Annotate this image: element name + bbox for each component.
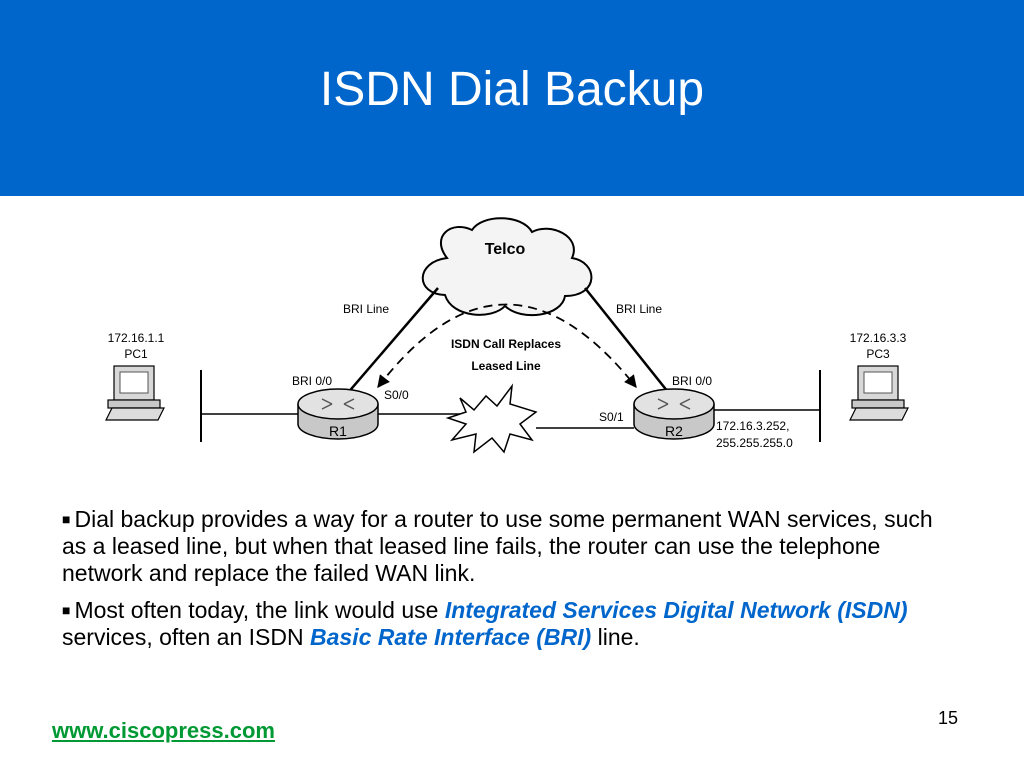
r1-bri-label: BRI 0/0 [292, 374, 332, 388]
isdn-call-label-2: Leased Line [471, 359, 541, 373]
bri-term: Basic Rate Interface (BRI) [310, 624, 592, 650]
isdn-call-arc [377, 303, 637, 388]
bullet-marker-icon: ■ [62, 511, 71, 527]
router-icon [297, 388, 379, 440]
pc1-name-label: PC1 [124, 347, 148, 361]
footer-link[interactable]: www.ciscopress.com [52, 718, 275, 743]
pc1-ip-label: 172.16.1.1 [108, 331, 165, 345]
network-diagram: Telco BRI Line BRI Line ISDN Call Replac… [105, 217, 909, 454]
r2-mask-label: 255.255.255.0 [716, 436, 793, 450]
bullet-2: ■Most often today, the link would use In… [62, 597, 962, 651]
isdn-term: Integrated Services Digital Network (ISD… [444, 597, 908, 623]
bullet-2-text-pre: Most often today, the link would use [74, 597, 445, 623]
isdn-call-label-1: ISDN Call Replaces [451, 337, 561, 351]
r1-serial-label: S0/0 [384, 388, 409, 402]
bullet-1-text: Dial backup provides a way for a router … [62, 506, 933, 586]
pc-icon [105, 365, 165, 421]
link-failure-icon [445, 383, 538, 454]
pc3-name-label: PC3 [866, 347, 890, 361]
r2-serial-label: S0/1 [599, 410, 624, 424]
bullet-1: ■Dial backup provides a way for a router… [62, 506, 962, 587]
r1-name: R1 [329, 423, 347, 439]
bullet-2-text-post: line. [591, 624, 640, 650]
bullet-marker-icon: ■ [62, 602, 71, 618]
pc3-ip-label: 172.16.3.3 [850, 331, 907, 345]
r2-name: R2 [665, 423, 683, 439]
bri-line-left [339, 287, 439, 403]
router-icon [633, 388, 715, 440]
title-banner [0, 0, 1024, 196]
pc-icon [849, 365, 909, 421]
r2-bri-label: BRI 0/0 [672, 374, 712, 388]
bri-line-right-label: BRI Line [616, 302, 662, 316]
r2-ip-label: 172.16.3.252, [716, 419, 789, 433]
bullet-list: ■Dial backup provides a way for a router… [62, 506, 962, 661]
slide-title: ISDN Dial Backup [319, 63, 705, 116]
bri-line-right [584, 287, 677, 403]
bri-line-left-label: BRI Line [343, 302, 389, 316]
telco-label: Telco [485, 241, 526, 258]
bullet-2-text-mid: services, often an ISDN [62, 624, 310, 650]
page-number: 15 [938, 708, 959, 728]
cloud-icon [421, 217, 593, 317]
